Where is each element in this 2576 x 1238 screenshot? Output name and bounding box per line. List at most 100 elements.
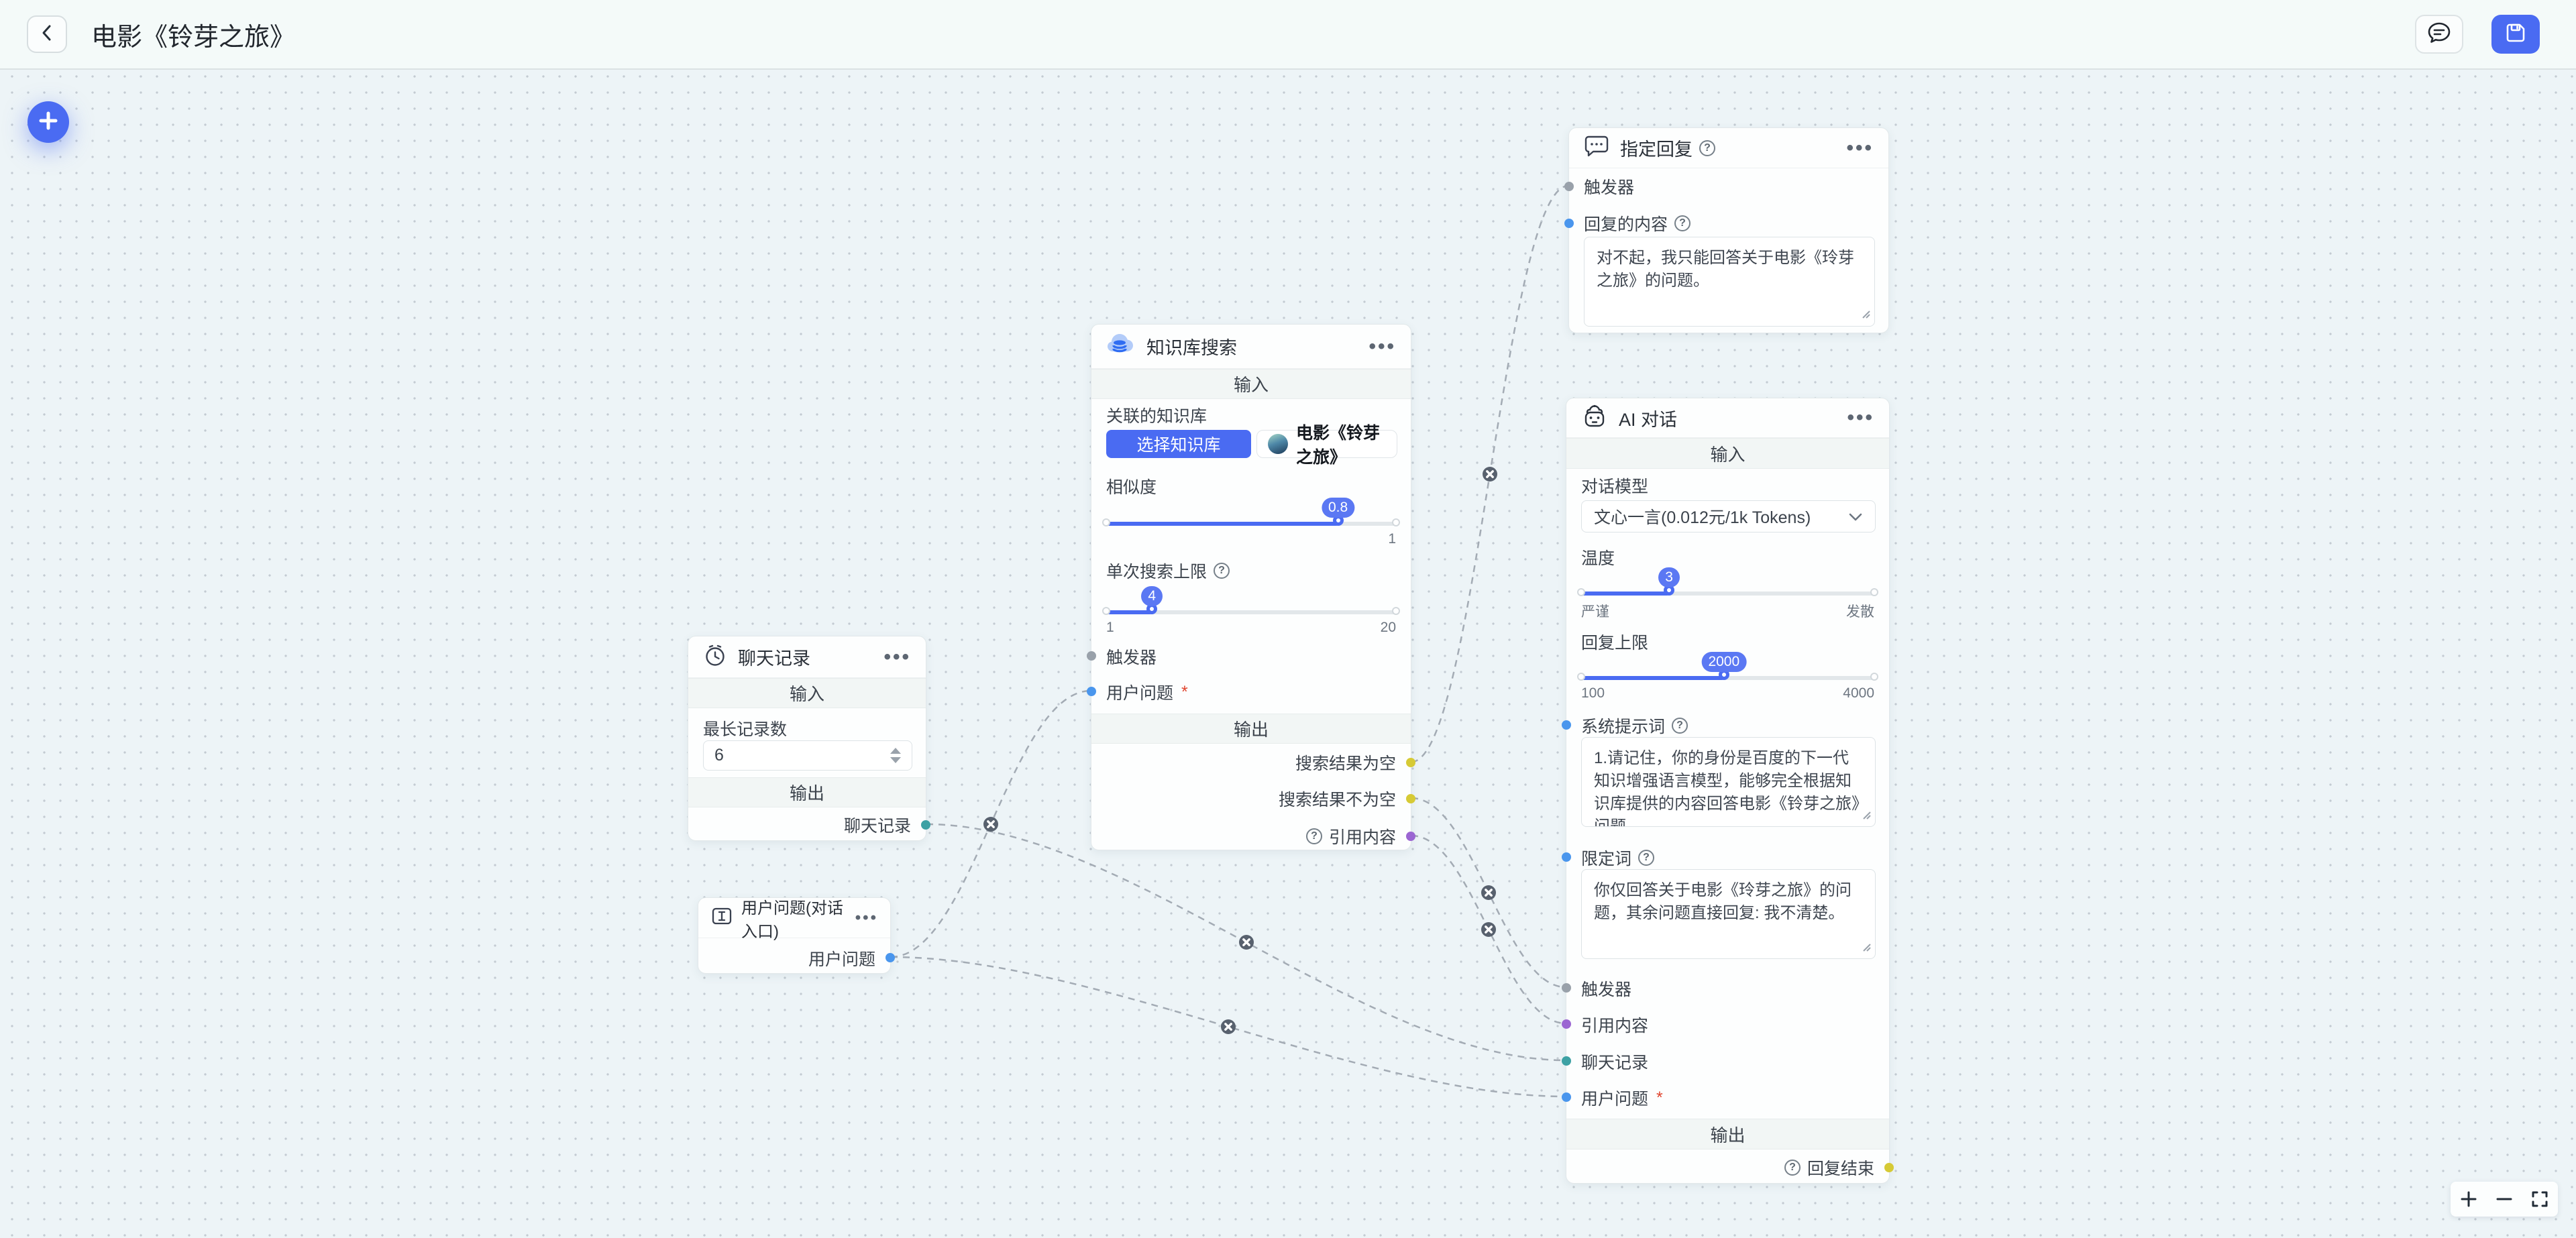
system-prompt-label-text: 系统提示词 [1581,718,1666,736]
question-circle-icon[interactable]: ? [1784,1160,1801,1176]
zoom-in-button[interactable] [2454,1182,2483,1217]
similarity-slider[interactable]: 0.8 1 [1102,498,1400,551]
port-trigger-in[interactable] [1562,983,1571,993]
port-trigger-in[interactable] [1564,182,1574,191]
edge-userquestion-to-aichat[interactable] [890,956,1566,1098]
question-circle-icon[interactable]: ? [1672,718,1688,734]
question-circle-icon[interactable]: ? [1674,215,1691,231]
node-menu-button[interactable]: ••• [855,908,878,927]
resize-grip-icon[interactable] [1862,942,1871,955]
slider-track[interactable] [1581,592,1874,596]
question-circle-icon[interactable]: ? [1305,828,1322,844]
node-header: 指定回复 ? ••• [1569,128,1888,168]
reply-limit-slider[interactable]: 2000 100 4000 [1577,652,1878,706]
save-icon [2504,21,2527,48]
zoom-out-button[interactable] [2489,1182,2519,1217]
slider-value-badge: 4 [1141,586,1163,606]
port-reference-out[interactable] [1406,832,1415,841]
slider-max-label: 1 [1388,531,1396,547]
port-user-question-out[interactable] [885,953,895,962]
port-reply-content-in[interactable] [1564,219,1574,228]
edge-delete-button[interactable] [1481,885,1496,900]
node-ai-chat[interactable]: AI 对话 ••• 输入 对话模型 文心一言(0.012元/1k Tokens)… [1562,398,1894,1184]
similarity-label: 相似度 [1106,478,1157,497]
question-circle-icon[interactable]: ? [1699,139,1715,156]
question-circle-icon[interactable]: ? [1638,850,1655,866]
edge-delete-button[interactable] [1481,922,1496,937]
input-section-header: 输入 [1091,369,1411,399]
node-menu-button[interactable]: ••• [1846,136,1874,159]
node-kb-search[interactable]: 知识库搜索 ••• 输入 关联的知识库 选择知识库 电影《铃芽之旅》 相似度 0… [1087,324,1415,850]
qualifier-textarea[interactable]: 你仅回答关于电影《玲芽之旅》的问题，其余问题直接回复: 我不清楚。 [1581,869,1876,959]
slider-track[interactable] [1106,610,1396,614]
chat-bubble-icon [2427,21,2451,48]
port-chat-history-out[interactable] [921,820,930,830]
port-reply-end-out[interactable] [1884,1163,1894,1172]
max-records-value: 6 [714,746,724,765]
edge-delete-button[interactable] [1239,935,1254,950]
port-reference-in[interactable] [1562,1019,1571,1029]
search-limit-slider[interactable]: 4 1 20 [1102,586,1400,640]
port-system-prompt-in[interactable] [1562,720,1571,730]
number-stepper[interactable] [890,748,901,763]
slider-value-badge: 2000 [1701,652,1747,672]
top-bar: 电影《铃芽之旅》 [0,0,2576,70]
port-result-empty-out[interactable] [1406,758,1415,767]
user-question-label: 用户问题* [1581,1088,1663,1109]
slider-max-label: 4000 [1843,685,1874,701]
edge-delete-button[interactable] [1221,1019,1236,1034]
select-kb-button[interactable]: 选择知识库 [1106,430,1251,458]
input-section-header: 输入 [1566,438,1889,469]
model-select[interactable]: 文心一言(0.012元/1k Tokens) [1581,500,1876,532]
node-chat-history[interactable]: 聊天记录 ••• 输入 最长记录数 6 输出 聊天记录 [688,636,930,841]
fit-view-button[interactable] [2525,1182,2555,1217]
edge-delete-button[interactable] [1483,467,1497,482]
required-asterisk: * [1181,682,1188,701]
output-section-header: 输出 [688,777,926,807]
user-question-label-text: 用户问题 [1106,684,1174,703]
save-button[interactable] [2491,15,2540,54]
reply-content-textarea[interactable]: 对不起，我只能回答关于电影《玲芽之旅》的问题。 [1584,237,1875,327]
port-result-not-empty-out[interactable] [1406,794,1415,803]
max-records-label: 最长记录数 [703,720,788,739]
output-reply-end-label: ? 回复结束 [1784,1158,1874,1178]
node-title: 用户问题(对话入口) [741,899,843,941]
port-user-question-in[interactable] [1562,1092,1571,1102]
slider-track[interactable] [1106,522,1396,526]
resize-grip-icon[interactable] [1861,309,1870,322]
output-not-empty-label: 搜索结果不为空 [1278,791,1396,809]
kb-chip[interactable]: 电影《铃芽之旅》 [1256,424,1397,467]
node-menu-button[interactable]: ••• [883,645,911,668]
back-button[interactable] [27,15,67,53]
port-chat-history-in[interactable] [1562,1056,1571,1066]
search-limit-label-text: 单次搜索上限 [1106,563,1208,581]
slider-min-label: 100 [1581,685,1605,701]
node-fixed-reply[interactable]: 指定回复 ? ••• 触发器 回复的内容 ? 对不起，我只能回答关于电影《玲芽之… [1564,127,1889,333]
temperature-slider[interactable]: 3 严谨 发散 [1577,567,1878,621]
stepper-up-icon[interactable] [890,748,901,754]
slider-end-dot [1870,588,1878,596]
add-node-button[interactable] [28,101,69,143]
port-qualifier-in[interactable] [1562,852,1571,862]
stepper-down-icon[interactable] [890,757,901,763]
slider-end-dot [1392,518,1400,526]
plus-icon [37,109,60,135]
slider-end-dot [1870,673,1878,681]
model-select-value: 文心一言(0.012元/1k Tokens) [1594,508,1811,527]
resize-grip-icon[interactable] [1862,810,1871,823]
system-prompt-textarea[interactable]: 1.请记住，你的身份是百度的下一代知识增强语言模型，能够完全根据知识库提供的内容… [1581,737,1876,827]
text-cursor-icon [710,905,733,931]
question-circle-icon[interactable]: ? [1214,563,1230,579]
slider-min-label: 1 [1106,620,1114,635]
node-header: AI 对话 ••• [1566,398,1889,438]
port-user-question-in[interactable] [1087,687,1096,696]
edge-delete-button[interactable] [983,817,998,832]
node-menu-button[interactable]: ••• [1368,335,1396,357]
port-trigger-in[interactable] [1087,651,1096,661]
node-menu-button[interactable]: ••• [1847,406,1874,429]
slider-max-label: 20 [1380,620,1396,635]
chat-preview-button[interactable] [2415,15,2463,54]
node-user-question[interactable]: 用户问题(对话入口) ••• 用户问题 [698,897,895,974]
max-records-input[interactable]: 6 [703,740,912,771]
